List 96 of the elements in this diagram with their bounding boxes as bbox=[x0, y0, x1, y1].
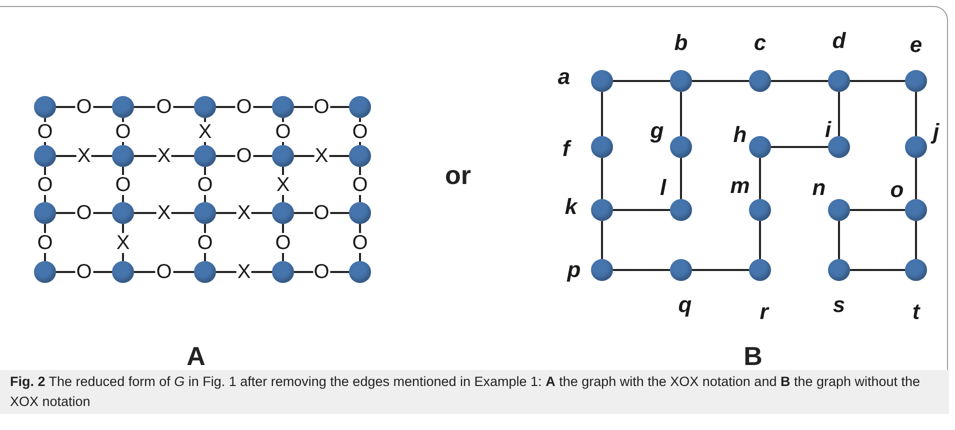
graph-edge bbox=[850, 80, 905, 82]
graph-edge bbox=[613, 80, 670, 82]
graph-vertex bbox=[194, 261, 216, 283]
graph-edge bbox=[56, 155, 112, 157]
graph-vertex bbox=[349, 96, 371, 118]
vertex-label: f bbox=[562, 138, 570, 160]
vertex-label: o bbox=[890, 179, 904, 201]
graph-edge bbox=[134, 155, 194, 157]
graph-edge bbox=[613, 269, 670, 271]
edge-label: O bbox=[114, 174, 132, 194]
panel-label: B bbox=[744, 343, 762, 369]
graph-vertex bbox=[349, 261, 371, 283]
graph-edge bbox=[601, 92, 603, 136]
graph-edge bbox=[134, 212, 194, 214]
graph-vertex bbox=[34, 96, 56, 118]
graph-edge bbox=[294, 212, 349, 214]
edge-label: O bbox=[114, 122, 132, 142]
edge-label: O bbox=[36, 174, 54, 194]
vertex-label: t bbox=[912, 301, 920, 323]
graph-edge bbox=[692, 80, 749, 82]
vertex-label: d bbox=[832, 30, 846, 52]
vertex-label: s bbox=[832, 294, 846, 316]
vertex-label: b bbox=[674, 32, 688, 54]
graph-vertex bbox=[272, 96, 294, 118]
edge-label: O bbox=[351, 232, 369, 252]
graph-vertex bbox=[34, 145, 56, 167]
edge-label: O bbox=[196, 174, 214, 194]
vertex-label: p bbox=[567, 259, 581, 281]
vertex-label: g bbox=[650, 120, 664, 142]
edge-label: O bbox=[36, 232, 54, 252]
graph-edge bbox=[915, 221, 917, 259]
figure-caption: Fig. 2 The reduced form of G in Fig. 1 after removing the edges mentioned in Example 1: A the graph with the XOX notation and B the graph without the XOX notation bbox=[9, 373, 922, 411]
graph-edge bbox=[838, 221, 840, 259]
edge-label: O bbox=[274, 122, 292, 142]
panel-label: A bbox=[186, 343, 206, 369]
vertex-label: q bbox=[678, 294, 692, 316]
graph-edge bbox=[613, 209, 670, 211]
edge-label: O bbox=[351, 122, 369, 142]
graph-edge bbox=[759, 221, 761, 259]
graph-vertex bbox=[272, 261, 294, 283]
graph-edge bbox=[216, 155, 272, 157]
graph-edge bbox=[56, 212, 112, 214]
edge-label: O bbox=[274, 232, 292, 252]
graph-vertex bbox=[112, 145, 134, 167]
graph-vertex bbox=[112, 202, 134, 224]
graph-edge bbox=[56, 271, 112, 273]
graph-edge bbox=[680, 92, 682, 136]
vertex-label: j bbox=[932, 121, 940, 143]
graph-edge bbox=[134, 271, 194, 273]
edge-label: X bbox=[197, 122, 213, 142]
vertex-label: n bbox=[812, 177, 826, 199]
graph-vertex bbox=[112, 96, 134, 118]
vertex-label: a bbox=[558, 66, 570, 88]
graph-edge bbox=[850, 209, 905, 211]
graph-edge bbox=[216, 106, 272, 108]
vertex-label: k bbox=[564, 196, 578, 218]
graph-edge bbox=[915, 92, 917, 136]
graph-edge bbox=[216, 271, 272, 273]
graph-edge bbox=[294, 271, 349, 273]
graph-edge bbox=[915, 158, 917, 199]
graph-edge bbox=[294, 106, 349, 108]
graph-edge bbox=[216, 212, 272, 214]
graph-vertex bbox=[272, 202, 294, 224]
graph-edge bbox=[601, 158, 603, 199]
vertex-label: l bbox=[660, 177, 666, 199]
vertex-label: m bbox=[730, 175, 750, 197]
graph-vertex bbox=[112, 261, 134, 283]
graph-vertex bbox=[194, 202, 216, 224]
edge-label: X bbox=[275, 174, 291, 194]
graph-edge bbox=[759, 158, 761, 199]
graph-edge bbox=[850, 269, 905, 271]
edge-label: O bbox=[351, 174, 369, 194]
graph-edge bbox=[601, 221, 603, 259]
graph-edge bbox=[680, 158, 682, 199]
graph-vertex bbox=[194, 96, 216, 118]
graph-vertex bbox=[34, 261, 56, 283]
edge-label: O bbox=[36, 122, 54, 142]
graph-edge bbox=[56, 106, 112, 108]
graph-edge bbox=[838, 92, 840, 136]
graph-edge bbox=[134, 106, 194, 108]
graph-edge bbox=[771, 146, 828, 148]
graph-vertex bbox=[194, 145, 216, 167]
vertex-label: i bbox=[824, 119, 832, 141]
graph-vertex bbox=[349, 145, 371, 167]
edge-label: X bbox=[115, 232, 131, 252]
vertex-label: h bbox=[733, 124, 747, 146]
edge-label: O bbox=[196, 232, 214, 252]
vertex-label: c bbox=[754, 32, 766, 54]
vertex-label: r bbox=[760, 301, 768, 323]
graph-vertex bbox=[34, 202, 56, 224]
connector-word: or bbox=[445, 162, 471, 188]
graph-edge bbox=[771, 80, 828, 82]
graph-vertex bbox=[349, 202, 371, 224]
graph-vertex bbox=[272, 145, 294, 167]
vertex-label: e bbox=[910, 34, 922, 56]
graph-edge bbox=[692, 269, 749, 271]
